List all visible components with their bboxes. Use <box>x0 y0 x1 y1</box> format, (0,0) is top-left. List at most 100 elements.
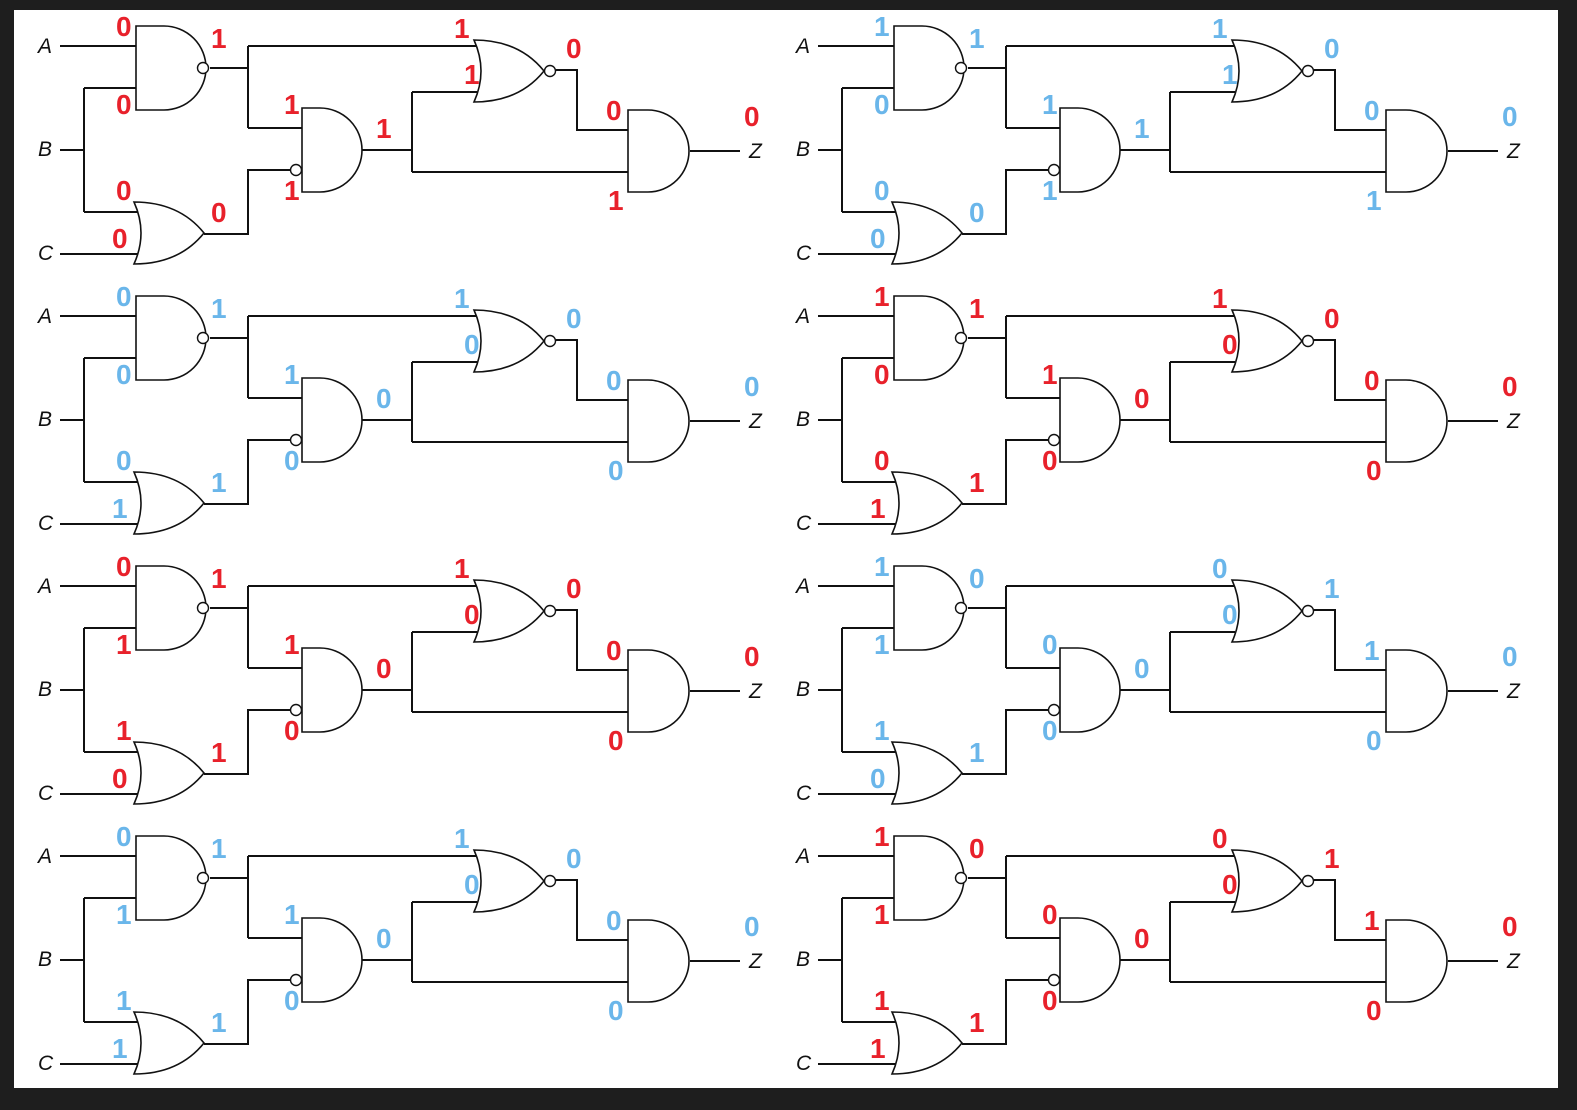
annotation-or-b: 1 <box>874 985 890 1016</box>
nand-gate <box>893 25 965 111</box>
annotation-nor-in1: 1 <box>454 823 470 854</box>
nor-bubble <box>543 604 557 618</box>
annotation-c: 0 <box>112 223 128 254</box>
or-gate <box>890 1011 964 1075</box>
nand-bubble <box>954 331 968 345</box>
annotation-and-out: 0 <box>1134 653 1150 684</box>
nand-bubble <box>954 871 968 885</box>
annotation-a: 1 <box>874 821 890 852</box>
annotation-and-in1: 1 <box>284 629 300 660</box>
annotation-c: 1 <box>870 493 886 524</box>
output-label-z: Z <box>748 410 763 433</box>
input-label-c: C <box>796 782 812 805</box>
input-label-c: C <box>796 242 812 265</box>
annotation-or-out: 1 <box>969 737 985 768</box>
annotation-nand-b: 1 <box>874 899 890 930</box>
annotation-nor-out: 0 <box>566 33 582 64</box>
annotation-nor-in1: 1 <box>454 13 470 44</box>
annotation-or-out: 1 <box>211 1007 227 1038</box>
output-and-gate <box>627 919 690 1003</box>
or-gate <box>132 201 206 265</box>
annotation-and-in1: 1 <box>284 89 300 120</box>
wire-nor-final <box>556 339 628 401</box>
nand-gate <box>135 295 207 381</box>
wire-or-and <box>962 439 1053 505</box>
wire-nor-final <box>556 69 628 131</box>
annotation-nor-in1: 1 <box>454 553 470 584</box>
annotation-fin-in2: 0 <box>1366 455 1382 486</box>
annotation-and-in2: 0 <box>284 985 300 1016</box>
annotation-nand-out: 1 <box>211 833 227 864</box>
wire-or-and <box>204 169 295 235</box>
and-gate <box>1059 917 1121 1003</box>
annotation-fin-in1: 0 <box>606 635 622 666</box>
annotation-or-out: 1 <box>211 467 227 498</box>
wire-nor-final <box>556 879 628 941</box>
annotation-and-in2: 1 <box>284 175 300 206</box>
annotation-a: 0 <box>116 11 132 42</box>
annotation-nand-b: 0 <box>116 359 132 390</box>
annotation-z: 0 <box>1502 641 1518 672</box>
nor-gate <box>472 849 546 913</box>
output-and-gate <box>1385 649 1448 733</box>
input-label-c: C <box>38 242 54 265</box>
annotation-fin-in2: 1 <box>608 185 624 216</box>
annotation-fin-in1: 0 <box>606 365 622 396</box>
annotation-c: 1 <box>112 1033 128 1064</box>
annotation-c: 0 <box>870 223 886 254</box>
annotation-or-b: 0 <box>874 175 890 206</box>
and-inverter-bubble <box>1047 703 1061 717</box>
annotation-nor-in2: 0 <box>1222 869 1238 900</box>
annotation-fin-in2: 1 <box>1366 185 1382 216</box>
annotation-and-in2: 1 <box>1042 175 1058 206</box>
and-gate <box>301 377 363 463</box>
annotation-nor-in2: 0 <box>464 329 480 360</box>
nand-gate <box>893 295 965 381</box>
annotation-nor-out: 0 <box>566 843 582 874</box>
input-label-a: A <box>36 845 52 868</box>
output-label-z: Z <box>1506 140 1521 163</box>
nor-gate <box>472 39 546 103</box>
annotation-nand-out: 1 <box>969 293 985 324</box>
annotation-nor-out: 0 <box>1324 303 1340 334</box>
annotation-z: 0 <box>1502 101 1518 132</box>
input-label-a: A <box>36 575 52 598</box>
annotation-z: 0 <box>744 911 760 942</box>
or-gate <box>890 741 964 805</box>
and-gate <box>301 647 363 733</box>
output-and-gate <box>627 109 690 193</box>
annotation-z: 0 <box>1502 911 1518 942</box>
logic-circuits: ABCZ000010111110010ABCZ100010111110010AB… <box>36 11 1521 1075</box>
annotation-or-b: 1 <box>116 715 132 746</box>
annotation-or-out: 1 <box>211 737 227 768</box>
input-label-c: C <box>38 512 54 535</box>
annotation-nor-in2: 1 <box>1222 59 1238 90</box>
annotation-nor-in2: 0 <box>464 869 480 900</box>
annotation-fin-in2: 0 <box>1366 995 1382 1026</box>
annotation-fin-in2: 0 <box>608 995 624 1026</box>
wire-nor-final <box>556 609 628 671</box>
annotation-nor-in1: 1 <box>1212 13 1228 44</box>
annotation-nor-in2: 0 <box>1222 599 1238 630</box>
output-label-z: Z <box>1506 410 1521 433</box>
annotation-nand-out: 1 <box>211 23 227 54</box>
input-label-b: B <box>38 948 52 971</box>
annotation-or-out: 1 <box>969 1007 985 1038</box>
annotation-fin-in1: 0 <box>606 95 622 126</box>
annotation-z: 0 <box>1502 371 1518 402</box>
annotation-c: 1 <box>870 1033 886 1064</box>
annotation-nand-out: 0 <box>969 563 985 594</box>
input-label-a: A <box>794 575 810 598</box>
annotation-and-in1: 1 <box>284 899 300 930</box>
and-gate <box>301 107 363 193</box>
output-label-z: Z <box>748 950 763 973</box>
nand-gate <box>893 835 965 921</box>
or-gate <box>890 201 964 265</box>
annotation-fin-in1: 0 <box>1364 365 1380 396</box>
annotation-a: 1 <box>874 551 890 582</box>
